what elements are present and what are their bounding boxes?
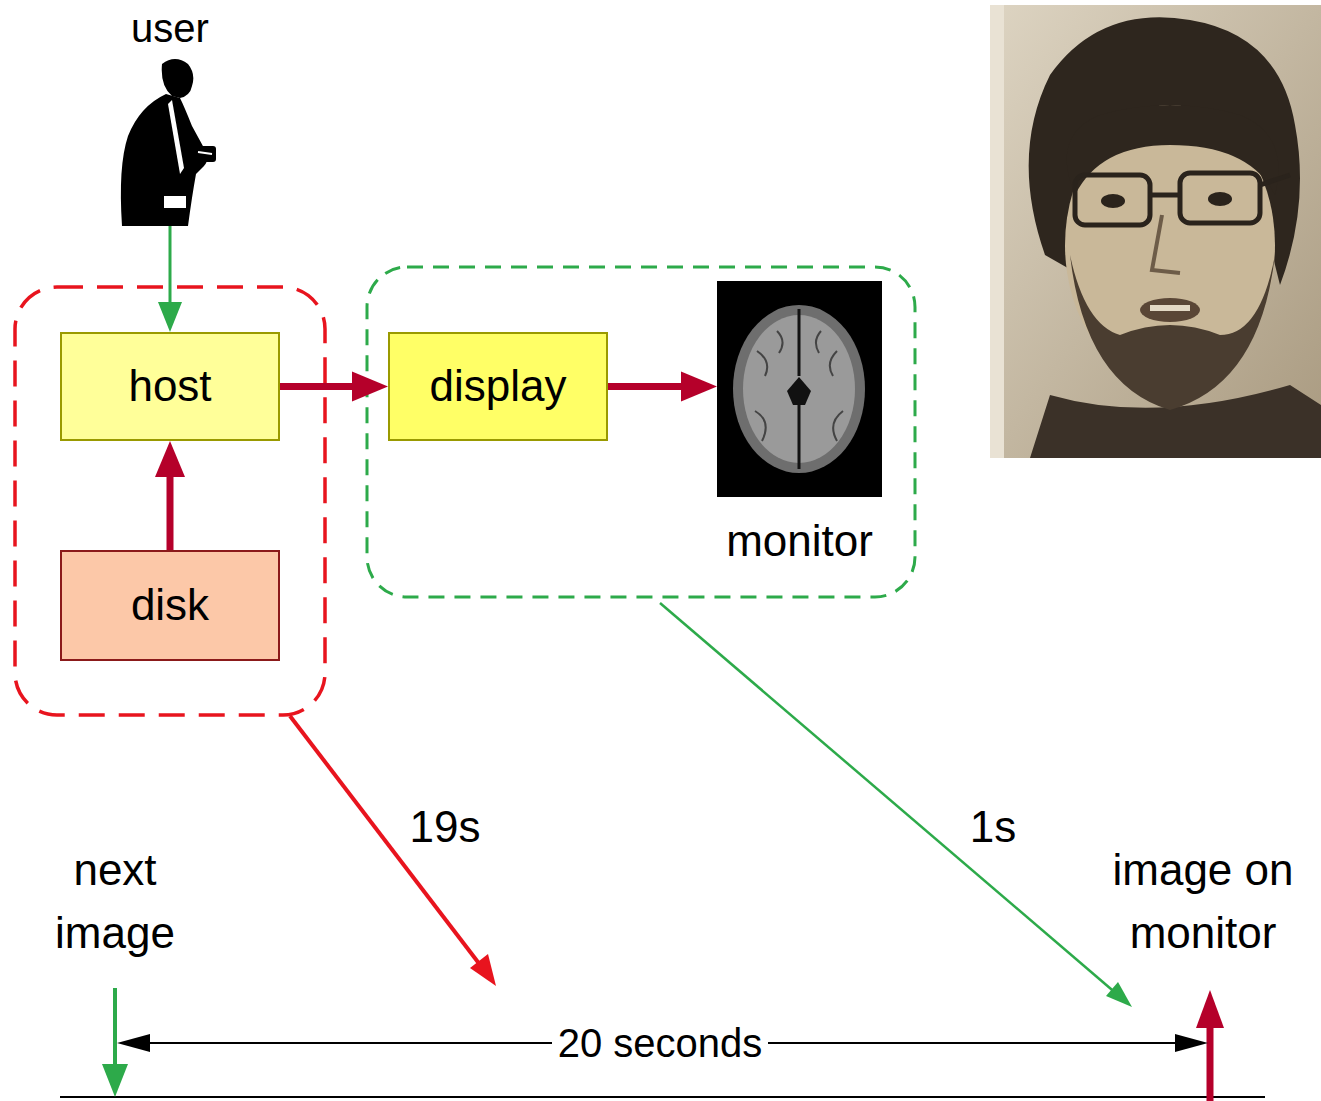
display-group-outline — [367, 267, 915, 597]
arrowhead — [1196, 990, 1224, 1028]
arrowhead — [470, 954, 496, 986]
arrowhead — [1175, 1034, 1208, 1052]
timeline — [60, 1096, 1265, 1098]
connector-line — [280, 383, 354, 390]
arrowhead — [1106, 982, 1132, 1007]
brain-scan-image — [717, 281, 882, 497]
connector-arrow — [608, 372, 717, 402]
connector-line — [608, 383, 683, 390]
box-label: disk — [131, 579, 209, 632]
arrowhead — [681, 372, 717, 402]
arrowhead — [352, 372, 388, 402]
node-label: monitor — [717, 517, 882, 565]
monitor-image: monitor — [717, 281, 882, 577]
arrowhead — [102, 1064, 128, 1097]
timing-label: image on monitor — [1088, 838, 1318, 964]
arrowhead — [155, 441, 185, 477]
user-silhouette — [100, 56, 240, 226]
portrait-photo — [990, 5, 1321, 458]
dimension-label: 20 seconds — [552, 1012, 769, 1075]
connector-line — [169, 226, 172, 304]
arrowhead — [117, 1034, 150, 1052]
process-box: disk — [60, 550, 280, 661]
node-label: user — [100, 4, 240, 52]
connector-arrow — [158, 226, 182, 332]
connector-arrow — [155, 441, 185, 550]
connector-line — [167, 475, 174, 550]
connector-arrow — [280, 372, 388, 402]
user-icon: user — [100, 4, 240, 226]
timing-label: 19s — [375, 795, 515, 858]
leader-line — [660, 603, 1118, 995]
timing-label: next image — [35, 838, 195, 964]
process-box: host — [60, 332, 280, 441]
event-arrow — [1207, 1025, 1214, 1101]
timing-label: 1s — [933, 795, 1053, 858]
event-arrow — [113, 988, 117, 1068]
box-label: display — [430, 360, 567, 413]
process-box: display — [388, 332, 608, 441]
box-label: host — [128, 360, 211, 413]
arrowhead — [158, 302, 182, 332]
host-group-outline — [15, 287, 325, 715]
